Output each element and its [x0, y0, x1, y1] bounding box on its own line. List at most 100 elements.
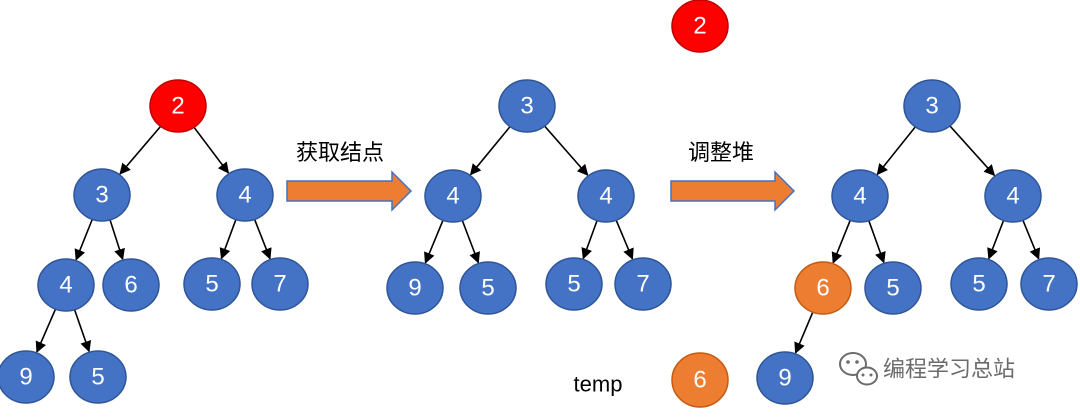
node-circle: [614, 257, 672, 311]
node-circle: [37, 258, 95, 312]
tree-edge-arrow: [461, 220, 480, 264]
heap-node: 5: [864, 261, 922, 315]
node-value: 6: [124, 272, 137, 299]
step-arrow-adjust-heap: 调整堆: [670, 141, 796, 212]
node-circle: [149, 79, 207, 133]
removed-node: 2: [671, 0, 729, 53]
heap-node: 5: [459, 261, 517, 315]
step-label-get-node: 获取结点: [296, 141, 384, 166]
tree-edge-arrow: [581, 220, 598, 260]
step-label-adjust-heap: 调整堆: [688, 141, 754, 166]
node-value: 4: [853, 183, 866, 210]
heap-node-temp: 6: [794, 261, 852, 315]
tree-edge-arrow: [615, 219, 634, 260]
heap-node: 9: [756, 351, 814, 405]
heap-node: 5: [183, 257, 241, 311]
temp-holder: temp 6: [574, 352, 729, 408]
node-value: 3: [520, 93, 533, 120]
step-arrow-get-node: 获取结点: [286, 141, 413, 212]
heap-node: 7: [1020, 257, 1078, 311]
heap-node: 4: [216, 168, 274, 222]
node-value: 5: [886, 275, 899, 302]
heap-node: 5: [545, 257, 603, 311]
node-circle: [984, 169, 1042, 223]
node-circle: [794, 261, 852, 315]
node-value: 4: [59, 272, 72, 299]
node-value: 5: [972, 271, 985, 298]
node-circle: [545, 257, 603, 311]
heap-node: 7: [251, 257, 309, 311]
tree-edge-arrow: [253, 219, 272, 260]
node-value: 2: [171, 93, 184, 120]
node-circle: [183, 257, 241, 311]
heap-node: 4: [37, 258, 95, 312]
node-circle: [1020, 257, 1078, 311]
tree-edge-arrow: [544, 125, 589, 176]
node-circle: [756, 351, 814, 405]
node-value: 4: [1006, 183, 1019, 210]
removed-node-value: 2: [693, 13, 706, 40]
node-circle: [102, 258, 160, 312]
tree-edge-arrow: [831, 220, 851, 264]
node-value: 9: [19, 364, 32, 391]
tree-edge-arrow: [35, 308, 57, 354]
node-circle: [903, 79, 961, 133]
node-circle: [424, 169, 482, 223]
node-circle: [251, 257, 309, 311]
orange-arrow-shape: [286, 170, 413, 212]
heap-node: 4: [424, 169, 482, 223]
node-circle: [216, 168, 274, 222]
heap-node: 4: [984, 169, 1042, 223]
node-value: 4: [238, 182, 251, 209]
node-circle: [69, 350, 127, 404]
node-circle: [864, 261, 922, 315]
node-circle: [386, 261, 444, 315]
tree-edge-arrow: [219, 219, 237, 260]
heap-node: 9: [386, 261, 444, 315]
tree-edge-arrow: [193, 126, 230, 174]
node-value: 6: [816, 275, 829, 302]
heap-node: 7: [614, 257, 672, 311]
node-value: 9: [778, 365, 791, 392]
watermark: 编程学习总站: [839, 352, 1015, 386]
heap-node: 9: [0, 350, 55, 404]
node-circle: [73, 168, 131, 222]
tree-edge-arrow: [1022, 220, 1041, 260]
tree-edges: [35, 125, 1041, 354]
orange-arrow-shape: [670, 170, 796, 212]
node-value: 3: [925, 93, 938, 120]
node-circle: [577, 169, 635, 223]
heap-node: 3: [498, 79, 556, 133]
tree-nodes: 2 3 4 4 6 5 7 9 5 3 4 4 9 5 5 7 3 4 4 6 5 5 7 9: [0, 79, 1078, 405]
node-circle: [459, 261, 517, 315]
tree-edge-arrow: [424, 219, 444, 264]
heap-node-removed: 2: [149, 79, 207, 133]
tree-edge-arrow: [987, 220, 1005, 260]
heap-node: 3: [903, 79, 961, 133]
tree-edge-arrow: [119, 125, 162, 175]
tree-edge-arrow: [794, 311, 814, 354]
node-value: 5: [481, 275, 494, 302]
temp-label: temp: [574, 372, 623, 397]
node-circle: [498, 79, 556, 133]
node-value: 4: [599, 183, 612, 210]
tree-edge-arrow: [73, 309, 92, 353]
node-value: 4: [446, 183, 459, 210]
temp-node-circle: [671, 352, 729, 408]
removed-node-circle: [671, 0, 729, 53]
node-circle: [0, 350, 55, 404]
heap-node: 5: [950, 257, 1008, 311]
heap-node: 5: [69, 350, 127, 404]
node-value: 3: [95, 182, 108, 209]
watermark-text: 编程学习总站: [883, 358, 1015, 383]
tree-edge-arrow: [949, 125, 996, 177]
node-value: 7: [636, 271, 649, 298]
heap-node: 4: [577, 169, 635, 223]
heap-node: 3: [73, 168, 131, 222]
node-circle: [831, 169, 889, 223]
node-value: 5: [205, 271, 218, 298]
node-value: 5: [567, 271, 580, 298]
tree-edge-arrow: [109, 219, 125, 261]
tree-edge-arrow: [876, 126, 916, 176]
